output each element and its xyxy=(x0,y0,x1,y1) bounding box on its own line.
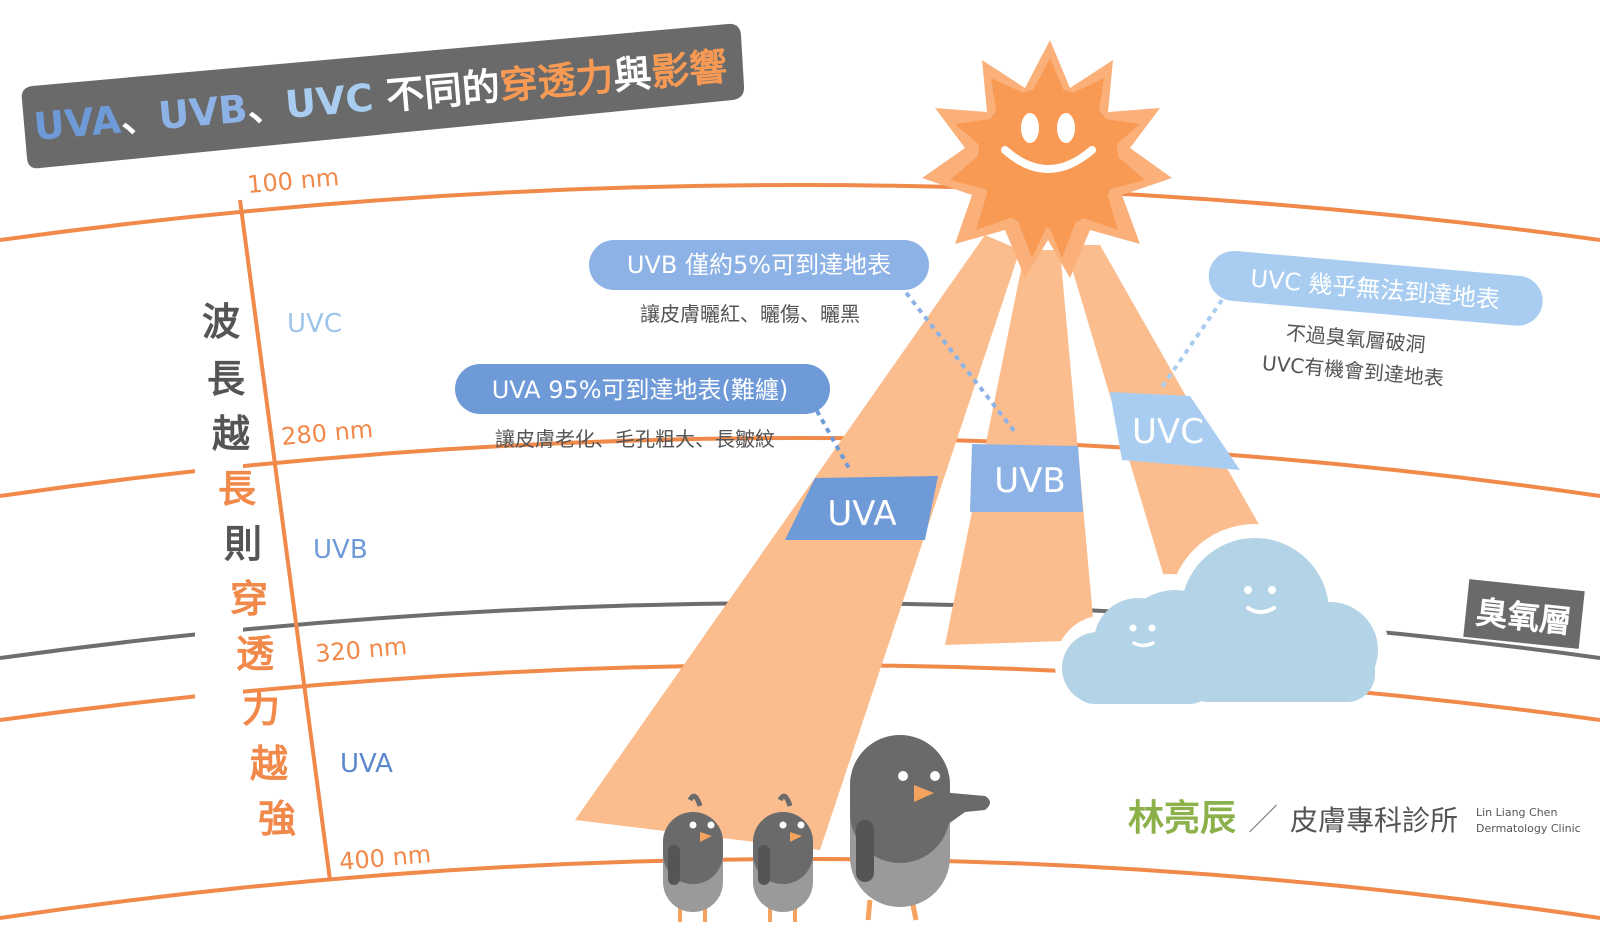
caption-char: 越 xyxy=(212,412,251,456)
clinic-slash: ／ xyxy=(1248,803,1278,838)
caption-char: 波 xyxy=(202,300,240,344)
cloud-eye xyxy=(1244,586,1252,594)
ozone-label-bg xyxy=(1463,579,1585,649)
beams: UVA UVB UVC xyxy=(575,235,1265,850)
mark-280nm: 280 nm xyxy=(280,415,374,451)
axis-line xyxy=(238,199,332,881)
callout-desc: UVC有機會到達地表 xyxy=(1261,351,1445,391)
callout-pointer xyxy=(810,401,852,471)
clinic-signature: 林亮辰 ／ 皮膚專科診所 Lin Liang Chen Dermatology … xyxy=(1128,798,1581,839)
band-label-uvc: UVC xyxy=(287,309,342,339)
caption-char: 長 xyxy=(218,467,257,511)
cloud-smile xyxy=(1132,641,1155,648)
callout-uvb: UVB 僅約5%可到達地表 讓皮膚曬紅、曬傷、曬黑 xyxy=(589,240,1017,434)
uva-beam xyxy=(575,235,1020,850)
clinic-en-line1: Lin Liang Chen xyxy=(1476,806,1557,819)
caption-char: 長 xyxy=(207,357,246,401)
band-label-uvb: UVB xyxy=(313,535,368,565)
caption-char: 力 xyxy=(242,687,280,731)
callout-pill xyxy=(1208,250,1543,326)
vertical-caption: 波 長 越 長 則 穿 透 力 越 強 xyxy=(195,290,296,841)
uva-band-label: UVA xyxy=(827,494,896,534)
uvb-band-label: UVB xyxy=(994,461,1065,501)
band-label-uva: UVA xyxy=(340,749,393,779)
cloud-icon xyxy=(1055,524,1388,715)
caption-char: 強 xyxy=(258,797,296,841)
bird-small-middle xyxy=(753,793,813,922)
sun-eye-left xyxy=(1021,113,1039,143)
cloud-smile xyxy=(1246,606,1276,614)
callout-desc: 讓皮膚老化、毛孔粗大、長皺紋 xyxy=(495,427,775,451)
sun-eye-right xyxy=(1057,113,1075,143)
callout-pill xyxy=(455,364,830,414)
uva-band xyxy=(785,476,938,540)
bird-icon xyxy=(663,735,990,922)
title-banner: UVA、UVB、UVC 不同的穿透力與影響 xyxy=(21,23,745,169)
clinic-en-line2: Dermatology Clinic xyxy=(1476,822,1581,835)
callout-pointer xyxy=(898,283,1017,434)
callout-uva: UVA 95%可到達地表(難纏) 讓皮膚老化、毛孔粗大、長皺紋 xyxy=(455,364,852,471)
cloud-eye xyxy=(1129,624,1137,632)
caption-backdrop xyxy=(195,290,243,830)
sun-icon xyxy=(922,40,1172,278)
mark-100nm: 100 nm xyxy=(246,163,340,199)
uvc-band-label: UVC xyxy=(1132,412,1204,452)
callout-desc: 讓皮膚曬紅、曬傷、曬黑 xyxy=(640,302,860,326)
caption-char: 穿 xyxy=(230,577,268,621)
uvc-band xyxy=(1110,392,1240,470)
ozone-label-group: 臭氧層 xyxy=(1463,579,1585,649)
callout-uvc: UVC 幾乎無法到達地表 不過臭氧層破洞 UVC有機會到達地表 xyxy=(1158,250,1543,392)
callout-desc: 不過臭氧層破洞 xyxy=(1285,321,1427,357)
uvb-band xyxy=(970,444,1083,512)
callout-title: UVB 僅約5%可到達地表 xyxy=(627,251,891,279)
clinic-name: 林亮辰 xyxy=(1128,798,1236,839)
bird-large xyxy=(850,735,990,921)
title-background xyxy=(21,23,745,169)
caption-char: 透 xyxy=(236,632,275,676)
callout-pointer xyxy=(1158,298,1224,392)
clinic-type: 皮膚專科診所 xyxy=(1290,804,1458,837)
cloud-eye xyxy=(1268,586,1276,594)
bird-small-left xyxy=(663,793,723,922)
cloud-eye xyxy=(1148,624,1156,632)
caption-char: 則 xyxy=(224,522,262,566)
callout-pill xyxy=(589,240,929,290)
callout-title: UVA 95%可到達地表(難纏) xyxy=(492,376,789,404)
caption-char: 越 xyxy=(250,742,289,786)
mark-320nm: 320 nm xyxy=(314,632,408,668)
sun-face xyxy=(978,88,1118,228)
sun-smile xyxy=(1001,146,1096,173)
